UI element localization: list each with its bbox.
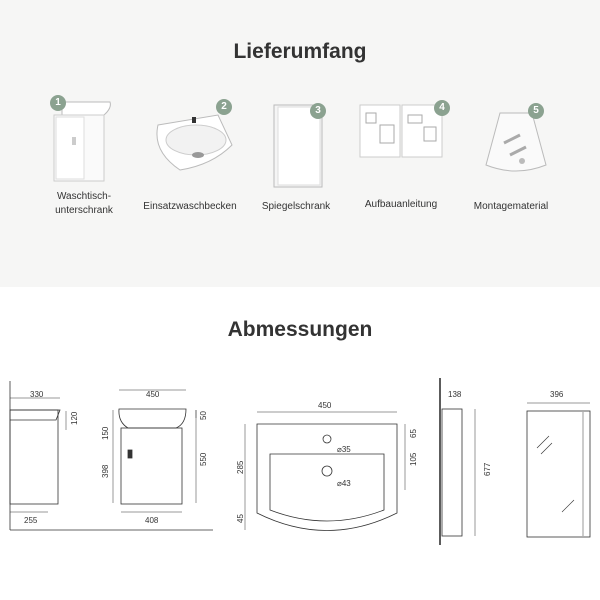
basin-image: [156, 114, 233, 171]
mirror-cabinet-image: [273, 104, 323, 188]
item-badge: 4: [434, 100, 450, 116]
hardware-bag-image: [485, 112, 547, 172]
dim-mirror-height: 677: [483, 462, 492, 476]
dim-front-lower: 398: [101, 464, 110, 478]
dim-basin-r2: 105: [409, 452, 418, 466]
item-label-2: Einsatzwaschbecken: [143, 201, 237, 212]
manual-image: [359, 104, 443, 158]
dim-basin-front: 45: [236, 514, 245, 523]
dim-side-height: 120: [70, 411, 79, 425]
dim-mirror-width: 396: [550, 390, 564, 399]
dim-front-total: 550: [199, 452, 208, 466]
item-badge: 1: [50, 95, 66, 111]
dim-front-width: 450: [146, 390, 160, 399]
cabinet-front-view: 450 50 150 398 550 408: [101, 389, 208, 525]
item-badge: 2: [216, 99, 232, 115]
basin-top-view: 450 285 45 65 105 ⌀35 ⌀43: [236, 401, 418, 531]
dim-side-bottom: 255: [24, 516, 38, 525]
dimensions-title: Abmessungen: [227, 318, 373, 341]
mirror-side-view: 138 677: [439, 378, 492, 545]
dim-front-top: 50: [199, 411, 208, 420]
mirror-front-view: 396: [526, 390, 591, 538]
cabinet-side-view: 330 120 255: [9, 381, 213, 531]
dim-hole-43: ⌀43: [337, 479, 351, 488]
item-label-3: Spiegelschrank: [261, 201, 331, 212]
dim-side-top: 330: [30, 390, 44, 399]
item-label-4: Aufbauanleitung: [364, 199, 438, 210]
dim-hole-35: ⌀35: [337, 445, 351, 454]
dim-basin-width: 450: [318, 401, 332, 410]
item-label-5: Montagematerial: [473, 201, 549, 212]
item-label-1: Waschtisch- unterschrank: [24, 190, 144, 218]
item-hardware: 5: [460, 95, 570, 215]
item-badge: 5: [528, 103, 544, 119]
dim-front-upper: 150: [101, 426, 110, 440]
vanity-cabinet-image: [53, 101, 111, 182]
dim-basin-r1: 65: [409, 429, 418, 438]
item-manual: 4: [346, 95, 456, 215]
dim-front-bottom: 408: [145, 516, 159, 525]
dim-mirror-depth: 138: [448, 390, 462, 399]
contents-title: Lieferumfang: [233, 40, 367, 63]
item-mirror-cabinet: 3: [245, 95, 355, 215]
item-label-text: Waschtisch- unterschrank: [55, 191, 113, 216]
item-vanity-cabinet: 1: [38, 95, 148, 215]
item-badge: 3: [310, 103, 326, 119]
dim-basin-depth: 285: [236, 460, 245, 474]
item-basin: 2: [140, 95, 250, 215]
